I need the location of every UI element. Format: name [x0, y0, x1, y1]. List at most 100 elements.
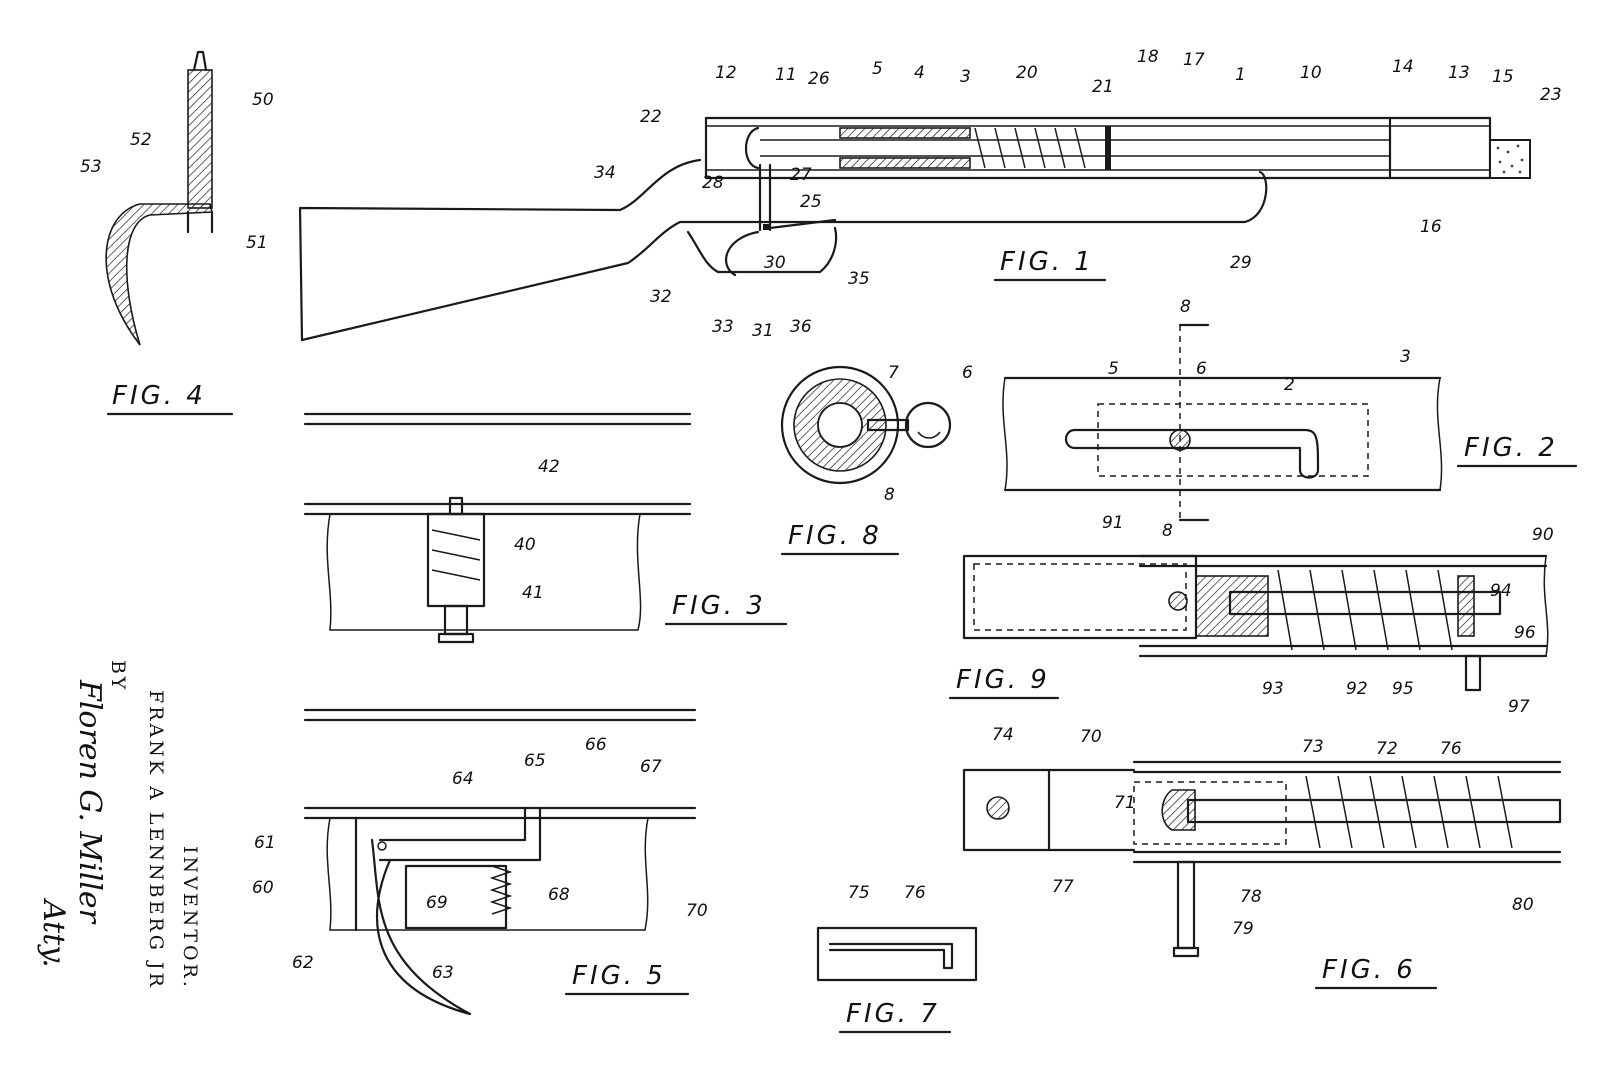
fig6-label-78: 78 [1240, 887, 1262, 907]
fig6-label-79: 79 [1232, 919, 1254, 939]
fig9-label-91: 91 [1102, 513, 1124, 533]
fig6-label-80: 80 [1512, 895, 1534, 915]
fig5-title: FIG. 5 [572, 961, 666, 991]
fig9-label-97: 97 [1508, 697, 1530, 717]
fig3-label-40: 40 [514, 535, 536, 555]
fig5-label-63: 63 [432, 963, 454, 983]
fig6-plunger [1178, 862, 1194, 948]
fig6-drawing [964, 762, 1560, 956]
fig5-label-62: 62 [292, 953, 314, 973]
fig5-label-66: 66 [585, 735, 607, 755]
fig6-label-72: 72 [1376, 739, 1398, 759]
fig1-trigger-guard [688, 228, 836, 272]
fig1-title: FIG. 1 [1000, 247, 1094, 277]
fig6-label-74: 74 [992, 725, 1014, 745]
fig3-label-41: 41 [522, 583, 544, 603]
fig6-labels: 74 70 73 72 76 71 77 78 80 79 [992, 725, 1534, 939]
fig8-knob [906, 403, 950, 447]
fig4-title: FIG. 4 [112, 381, 206, 411]
fig4-label-50: 50 [252, 90, 274, 110]
fig1-label-35: 35 [848, 269, 870, 289]
fig4-label-51: 51 [246, 233, 268, 253]
fig1-label-21: 21 [1092, 77, 1114, 97]
attorney-signature: Floren G. Miller [72, 679, 107, 925]
fig5-block [406, 866, 506, 928]
fig9-label-94: 94 [1490, 581, 1512, 601]
fig2-label-2: 2 [1284, 375, 1295, 395]
fig6-label-73: 73 [1302, 737, 1324, 757]
fig2-label-5: 5 [1108, 359, 1119, 379]
fig1-label-29: 29 [1230, 253, 1252, 273]
fig9-label-95: 95 [1392, 679, 1414, 699]
fig1-cork-plug [1490, 140, 1530, 178]
fig3-label-42: 42 [538, 457, 560, 477]
fig1-label-16: 16 [1420, 217, 1442, 237]
fig1-barrel [706, 118, 1490, 178]
fig5-label-69: 69 [426, 893, 448, 913]
fig1-labels: 12 11 26 5 4 3 20 21 18 17 1 10 14 13 15… [594, 47, 1562, 341]
fig8-label-7: 7 [888, 363, 899, 383]
fig1-label-25: 25 [800, 192, 822, 212]
fig1-label-28: 28 [702, 173, 724, 193]
fig5-label-60: 60 [252, 878, 274, 898]
fig1-label-5: 5 [872, 59, 883, 79]
fig1-label-1: 1 [1235, 65, 1246, 85]
fig7-label-76: 76 [904, 883, 926, 903]
fig1-label-17: 17 [1183, 50, 1205, 70]
fig1-label-30: 30 [764, 253, 786, 273]
attorney-title: Atty. [36, 897, 71, 968]
fig5-label-67: 67 [640, 757, 662, 777]
fig1-label-3: 3 [960, 67, 971, 87]
fig6-pin [987, 797, 1009, 819]
fig3-labels: 42 40 41 [514, 457, 560, 603]
fig9-label-93: 93 [1262, 679, 1284, 699]
fig9-label-96: 96 [1514, 623, 1536, 643]
fig1-label-15: 15 [1492, 67, 1514, 87]
fig1-label-4: 4 [914, 63, 925, 83]
fig9-title: FIG. 9 [956, 665, 1050, 695]
fig2-slot [1066, 430, 1318, 478]
fig7-label-75: 75 [848, 883, 870, 903]
fig1-label-31: 31 [752, 321, 774, 341]
fig2-label-3: 3 [1400, 347, 1411, 367]
fig1-trigger [726, 232, 758, 275]
fig6-label-77: 77 [1052, 877, 1074, 897]
fig3-drawing [305, 414, 690, 642]
fig4-post [188, 70, 212, 208]
fig6-label-71: 71 [1114, 793, 1136, 813]
fig8-title: FIG. 8 [788, 521, 882, 551]
fig1-label-32: 32 [650, 287, 672, 307]
inventor-name: FRANK A LENNBERG JR [145, 690, 167, 990]
fig8-drawing [782, 367, 950, 483]
fig8-label-6: 6 [962, 363, 973, 383]
fig2-title: FIG. 2 [1464, 433, 1558, 463]
fig9-label-92: 92 [1346, 679, 1368, 699]
fig7-labels: 75 76 [848, 883, 926, 903]
fig1-stock [300, 160, 1266, 340]
fig4-hook [106, 204, 212, 345]
fig3-housing [428, 514, 484, 606]
fig2-label-8-bottom: 8 [1162, 521, 1173, 541]
fig6-title: FIG. 6 [1322, 955, 1416, 985]
fig7-drawing [818, 928, 976, 980]
inventor-by: BY [107, 660, 129, 692]
fig1-label-23: 23 [1540, 85, 1562, 105]
fig1-label-22: 22 [640, 107, 662, 127]
fig1-label-11: 11 [775, 65, 797, 85]
fig3-pin [450, 498, 462, 514]
fig5-label-65: 65 [524, 751, 546, 771]
fig9-inner-tube [964, 556, 1196, 638]
fig1-label-27: 27 [790, 165, 812, 185]
fig2-label-8-top: 8 [1180, 297, 1191, 317]
fig2-drawing [1003, 325, 1442, 520]
fig1-label-10: 10 [1300, 63, 1322, 83]
fig4-labels: 50 52 53 51 [80, 90, 274, 253]
fig1-piston [840, 128, 970, 138]
fig1-label-33: 33 [712, 317, 734, 337]
fig7-title: FIG. 7 [846, 999, 940, 1029]
fig4-drawing [106, 52, 212, 345]
fig5-label-70: 70 [686, 901, 708, 921]
fig1-label-18: 18 [1137, 47, 1159, 67]
